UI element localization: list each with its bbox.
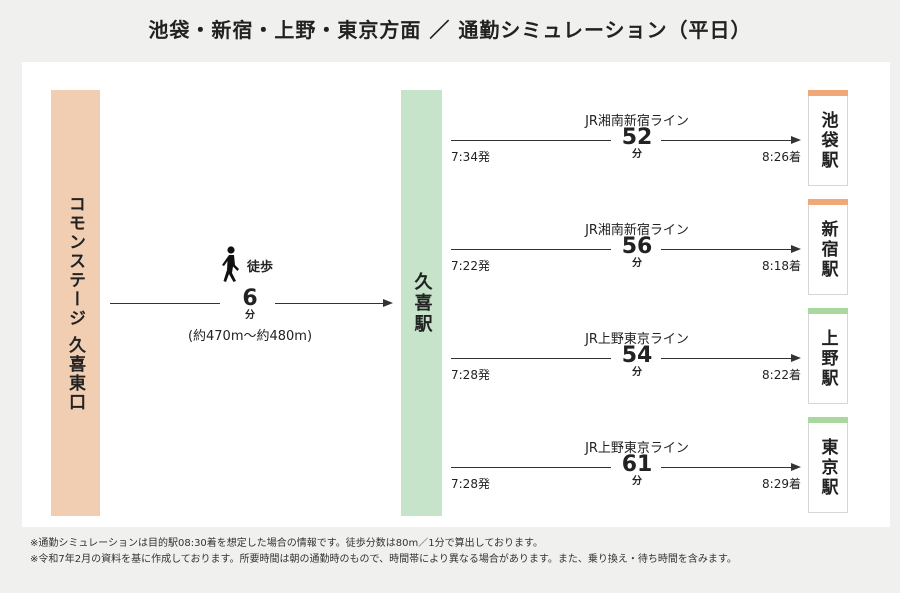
route-departure: 7:28発 [451, 368, 490, 382]
route-line-left [451, 249, 611, 250]
route-minutes-unit: 分 [632, 476, 642, 487]
route-line-right [661, 249, 791, 250]
route-arrowhead [791, 245, 801, 253]
footnote: ※通勤シミュレーションは目的駅08:30着を想定した場合の情報です。徒歩分数は8… [30, 538, 544, 549]
dest-name: 上野駅 [817, 329, 838, 389]
walk-distance: (約470m〜約480m) [187, 329, 313, 344]
route-line-left [451, 358, 611, 359]
route-tokyo: JR上野東京ライン 61 分 7:28発 8:29着 [451, 437, 801, 527]
route-minutes: 61 分 [609, 453, 665, 487]
route-line-name: JR湘南新宿ライン [585, 114, 689, 129]
dest-name: 東京駅 [817, 438, 838, 498]
walk-arrowhead [383, 299, 393, 307]
route-minutes-value: 61 [621, 452, 653, 477]
dest-name: 新宿駅 [817, 220, 838, 280]
route-line-name: JR湘南新宿ライン [585, 223, 689, 238]
dest-ueno: 上野駅 [808, 308, 848, 404]
route-arrowhead [791, 354, 801, 362]
route-arrowhead [791, 463, 801, 471]
route-shinjuku: JR湘南新宿ライン 56 分 7:22発 8:18着 [451, 219, 801, 309]
route-line-left [451, 140, 611, 141]
dest-accent-bar [808, 417, 848, 423]
diagram-panel [22, 62, 890, 527]
walk-minutes-value: 6 [242, 286, 258, 311]
hub-station-block: 久喜駅 [401, 90, 442, 516]
hub-station-name: 久喜駅 [411, 271, 433, 335]
route-minutes-unit: 分 [632, 367, 642, 378]
route-line-name: JR上野東京ライン [585, 332, 689, 347]
route-minutes-value: 52 [621, 125, 653, 150]
route-arrival: 8:18着 [762, 259, 801, 273]
origin-name: コモンステージ 久喜東口 [65, 194, 85, 412]
route-arrowhead [791, 136, 801, 144]
route-line-name: JR上野東京ライン [585, 441, 689, 456]
route-departure: 7:28発 [451, 477, 490, 491]
route-line-right [661, 358, 791, 359]
walk-minutes: 6 分 [222, 287, 278, 321]
route-ueno: JR上野東京ライン 54 分 7:28発 8:22着 [451, 328, 801, 418]
page-title: 池袋・新宿・上野・東京方面 ／ 通勤シミュレーション（平日） [148, 18, 752, 42]
route-arrival: 8:29着 [762, 477, 801, 491]
walk-minutes-unit: 分 [245, 310, 255, 321]
route-minutes-unit: 分 [632, 149, 642, 160]
dest-accent-bar [808, 308, 848, 314]
dest-name: 池袋駅 [817, 111, 838, 171]
route-arrival: 8:26着 [762, 150, 801, 164]
dest-shinjuku: 新宿駅 [808, 199, 848, 295]
dest-ikebukuro: 池袋駅 [808, 90, 848, 186]
route-line-right [661, 140, 791, 141]
route-line-left [451, 467, 611, 468]
route-departure: 7:22発 [451, 259, 490, 273]
dest-accent-bar [808, 90, 848, 96]
footnote: ※令和7年2月の資料を基に作成しております。所要時間は朝の通勤時のもので、時間帯… [30, 554, 737, 565]
route-ikebukuro: JR湘南新宿ライン 52 分 7:34発 8:26着 [451, 110, 801, 200]
dest-tokyo: 東京駅 [808, 417, 848, 513]
walk-line-left [110, 303, 220, 304]
origin-block: コモンステージ 久喜東口 [51, 90, 100, 516]
route-minutes: 54 分 [609, 344, 665, 378]
walk-line-right [275, 303, 383, 304]
walking-person-icon [222, 246, 239, 282]
route-departure: 7:34発 [451, 150, 490, 164]
route-minutes: 56 分 [609, 235, 665, 269]
route-minutes-value: 56 [621, 234, 653, 259]
route-arrival: 8:22着 [762, 368, 801, 382]
route-minutes: 52 分 [609, 126, 665, 160]
dest-accent-bar [808, 199, 848, 205]
walk-label: 徒歩 [247, 260, 274, 275]
route-minutes-unit: 分 [632, 258, 642, 269]
route-minutes-value: 54 [621, 343, 653, 368]
route-line-right [661, 467, 791, 468]
